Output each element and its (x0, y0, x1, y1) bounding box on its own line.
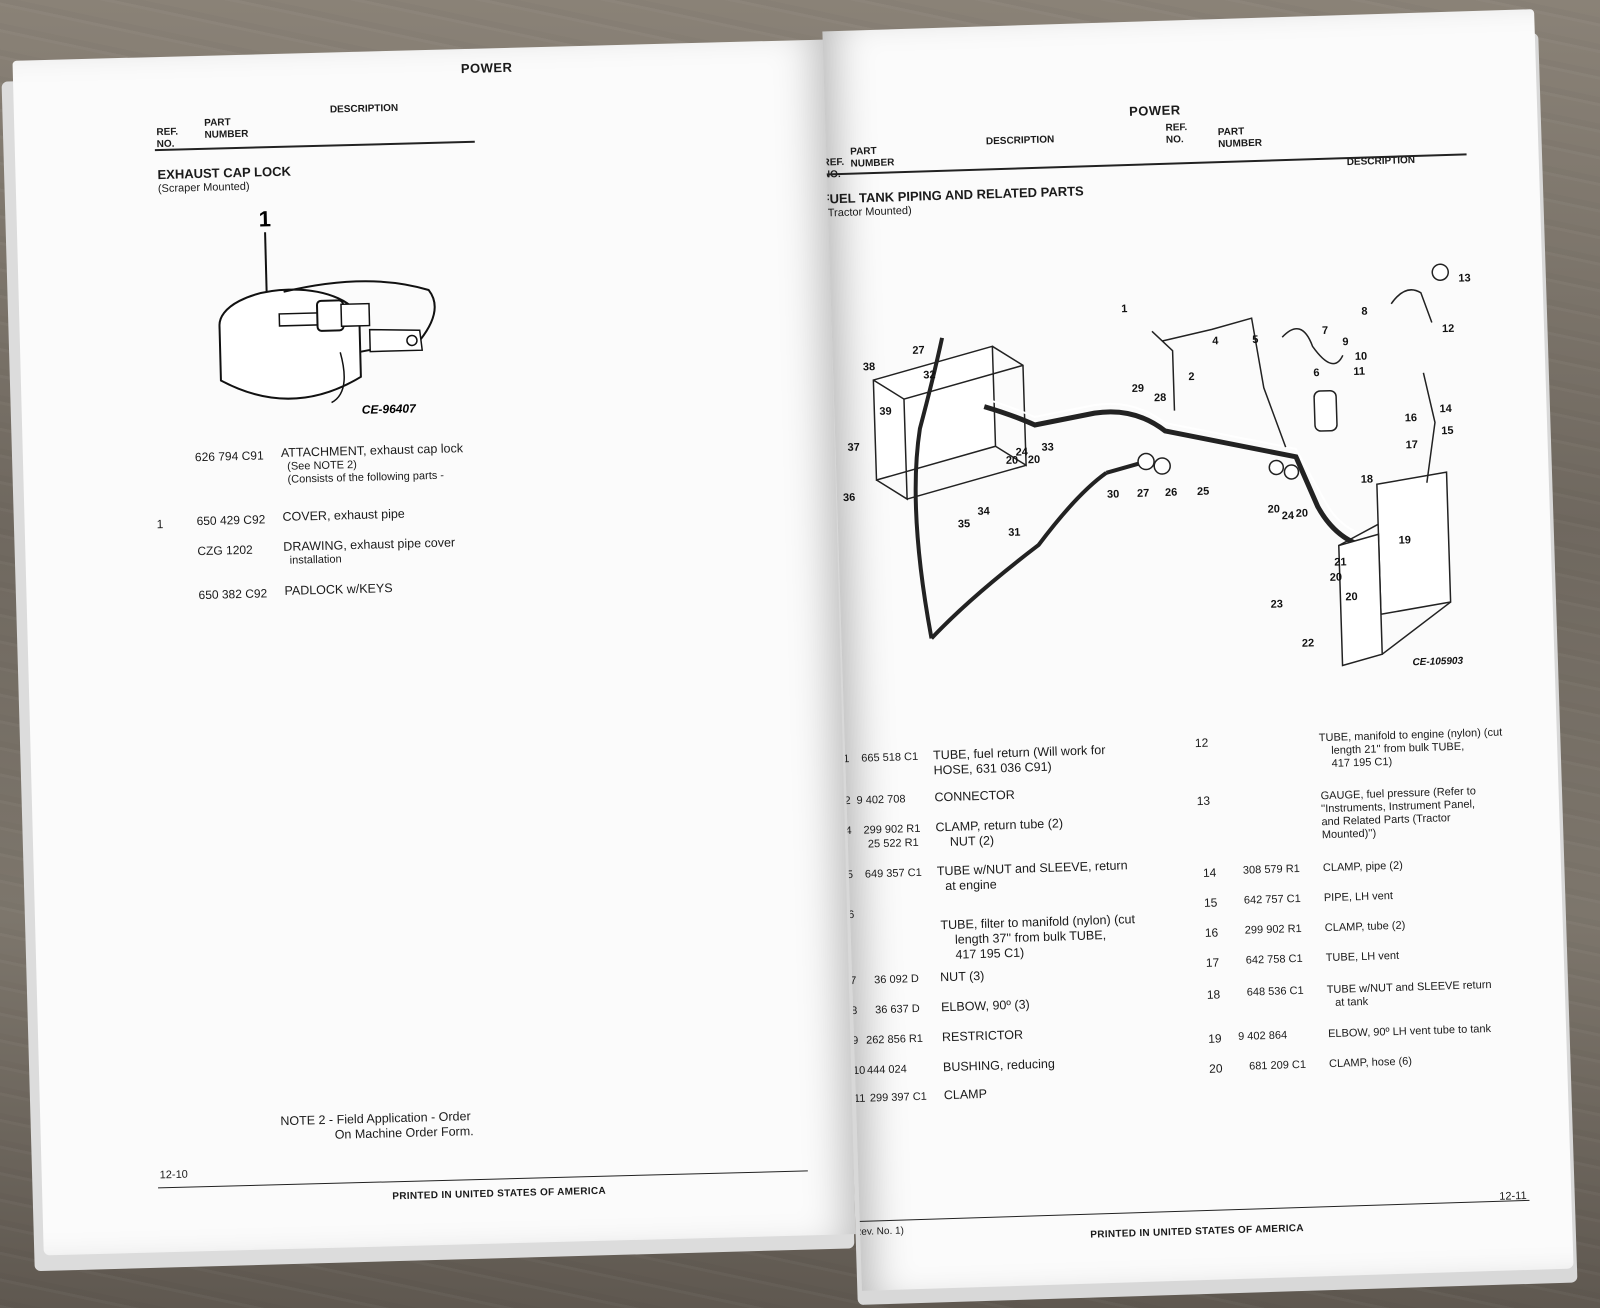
col-ref-2: REF.NO. (1165, 122, 1188, 146)
callout-13: 13 (1458, 272, 1471, 284)
note-2: NOTE 2 - Field Application - Order On Ma… (280, 1109, 474, 1142)
callout-32: 32 (923, 369, 936, 381)
callout-20: 20 (1028, 454, 1041, 466)
figure-code: CE-105903 (1412, 656, 1463, 669)
callout-17: 17 (1405, 439, 1418, 451)
callout-20: 20 (1267, 503, 1280, 515)
callout-1: 1 (1121, 303, 1127, 315)
callout-12: 12 (1442, 323, 1455, 335)
callout-24: 24 (1016, 446, 1029, 458)
callout-4: 4 (1212, 335, 1219, 347)
callout-30: 30 (1107, 488, 1120, 500)
callout-2: 2 (1188, 371, 1194, 383)
callout-20: 20 (1006, 455, 1019, 467)
list-item: 626 794 C91 ATTACHMENT, exhaust cap lock… (194, 441, 464, 486)
callout-29: 29 (1132, 383, 1145, 395)
section-title: FUEL TANK PIPING AND RELATED PARTS (822, 183, 1084, 207)
section-title: EXHAUST CAP LOCK (157, 163, 292, 183)
callout-35: 35 (958, 518, 971, 530)
callout-25: 25 (1197, 486, 1210, 498)
callout-20: 20 (1296, 507, 1309, 519)
list-item: 1 650 429 C92 COVER, exhaust pipe (156, 506, 405, 532)
left-parts-list: 626 794 C91 ATTACHMENT, exhaust cap lock… (153, 440, 493, 602)
fuel-piping-diagram: 1 2 4 5 6 7 8 9 10 11 12 13 14 15 16 17 … (843, 263, 1471, 669)
callout-36: 36 (843, 492, 856, 504)
right-parts-list-right: 12 TUBE, manifold to engine (nylon) (cut… (1194, 726, 1503, 1076)
right-footer: PRINTED IN UNITED STATES OF AMERICA (1090, 1222, 1305, 1241)
col-description: DESCRIPTION (985, 134, 1055, 148)
list-item: 650 382 C92 PADLOCK w/KEYS (198, 581, 393, 603)
section-subtitle: (Scraper Mounted) (157, 180, 250, 196)
callout-39: 39 (879, 406, 892, 418)
callout-37: 37 (847, 442, 860, 454)
callout-34: 34 (977, 505, 990, 517)
footer-rule (158, 1170, 808, 1189)
callout-33: 33 (1041, 441, 1054, 453)
callout-6: 6 (1313, 367, 1319, 379)
callout-19: 19 (1398, 534, 1411, 546)
callout-38: 38 (863, 361, 876, 373)
section-subtitle: (Tractor Mounted) (823, 204, 912, 220)
left-page-number: 12-10 (159, 1168, 189, 1182)
callout-15: 15 (1441, 425, 1454, 437)
callout-20: 20 (1330, 571, 1343, 583)
callout-11: 11 (1353, 366, 1365, 378)
callout-1: 1 (258, 206, 271, 231)
callout-10: 10 (1355, 351, 1368, 363)
callout-16: 16 (1405, 412, 1418, 424)
callout-22: 22 (1302, 637, 1315, 649)
callout-7: 7 (1322, 325, 1328, 337)
left-footer: PRINTED IN UNITED STATES OF AMERICA (392, 1185, 607, 1203)
callout-26: 26 (1165, 487, 1178, 499)
callout-24: 24 (1282, 510, 1295, 522)
col-ref: REF.NO. (156, 126, 179, 151)
right-page-header: POWER (1128, 102, 1181, 119)
callout-8: 8 (1361, 306, 1367, 318)
callout-20: 20 (1345, 591, 1358, 603)
list-item: CZG 1202 DRAWING, exhaust pipe cover ins… (197, 535, 456, 567)
callout-31: 31 (1008, 527, 1021, 539)
callout-21: 21 (1334, 556, 1347, 568)
header-rule (154, 140, 475, 152)
right-parts-list-left: 1 665 518 C1 TUBE, fuel return (Will wor… (843, 742, 1136, 1106)
callout-27: 27 (1137, 487, 1150, 499)
callout-23: 23 (1270, 598, 1283, 610)
col-description: DESCRIPTION (329, 102, 399, 116)
figure-code: CE-96407 (362, 401, 418, 416)
left-page-header: POWER (460, 59, 513, 77)
right-page-number: 12-11 (1499, 1189, 1527, 1203)
callout-9: 9 (1342, 336, 1348, 348)
callout-28: 28 (1154, 392, 1167, 404)
callout-27: 27 (912, 344, 925, 356)
callout-5: 5 (1252, 334, 1258, 346)
callout-18: 18 (1361, 473, 1374, 485)
footer-rule (849, 1199, 1530, 1223)
callout-14: 14 (1439, 403, 1452, 415)
revision-note: Rev. No. 1) (853, 1225, 905, 1239)
exhaust-cap-illustration: 1 CE-96407 (218, 206, 436, 417)
